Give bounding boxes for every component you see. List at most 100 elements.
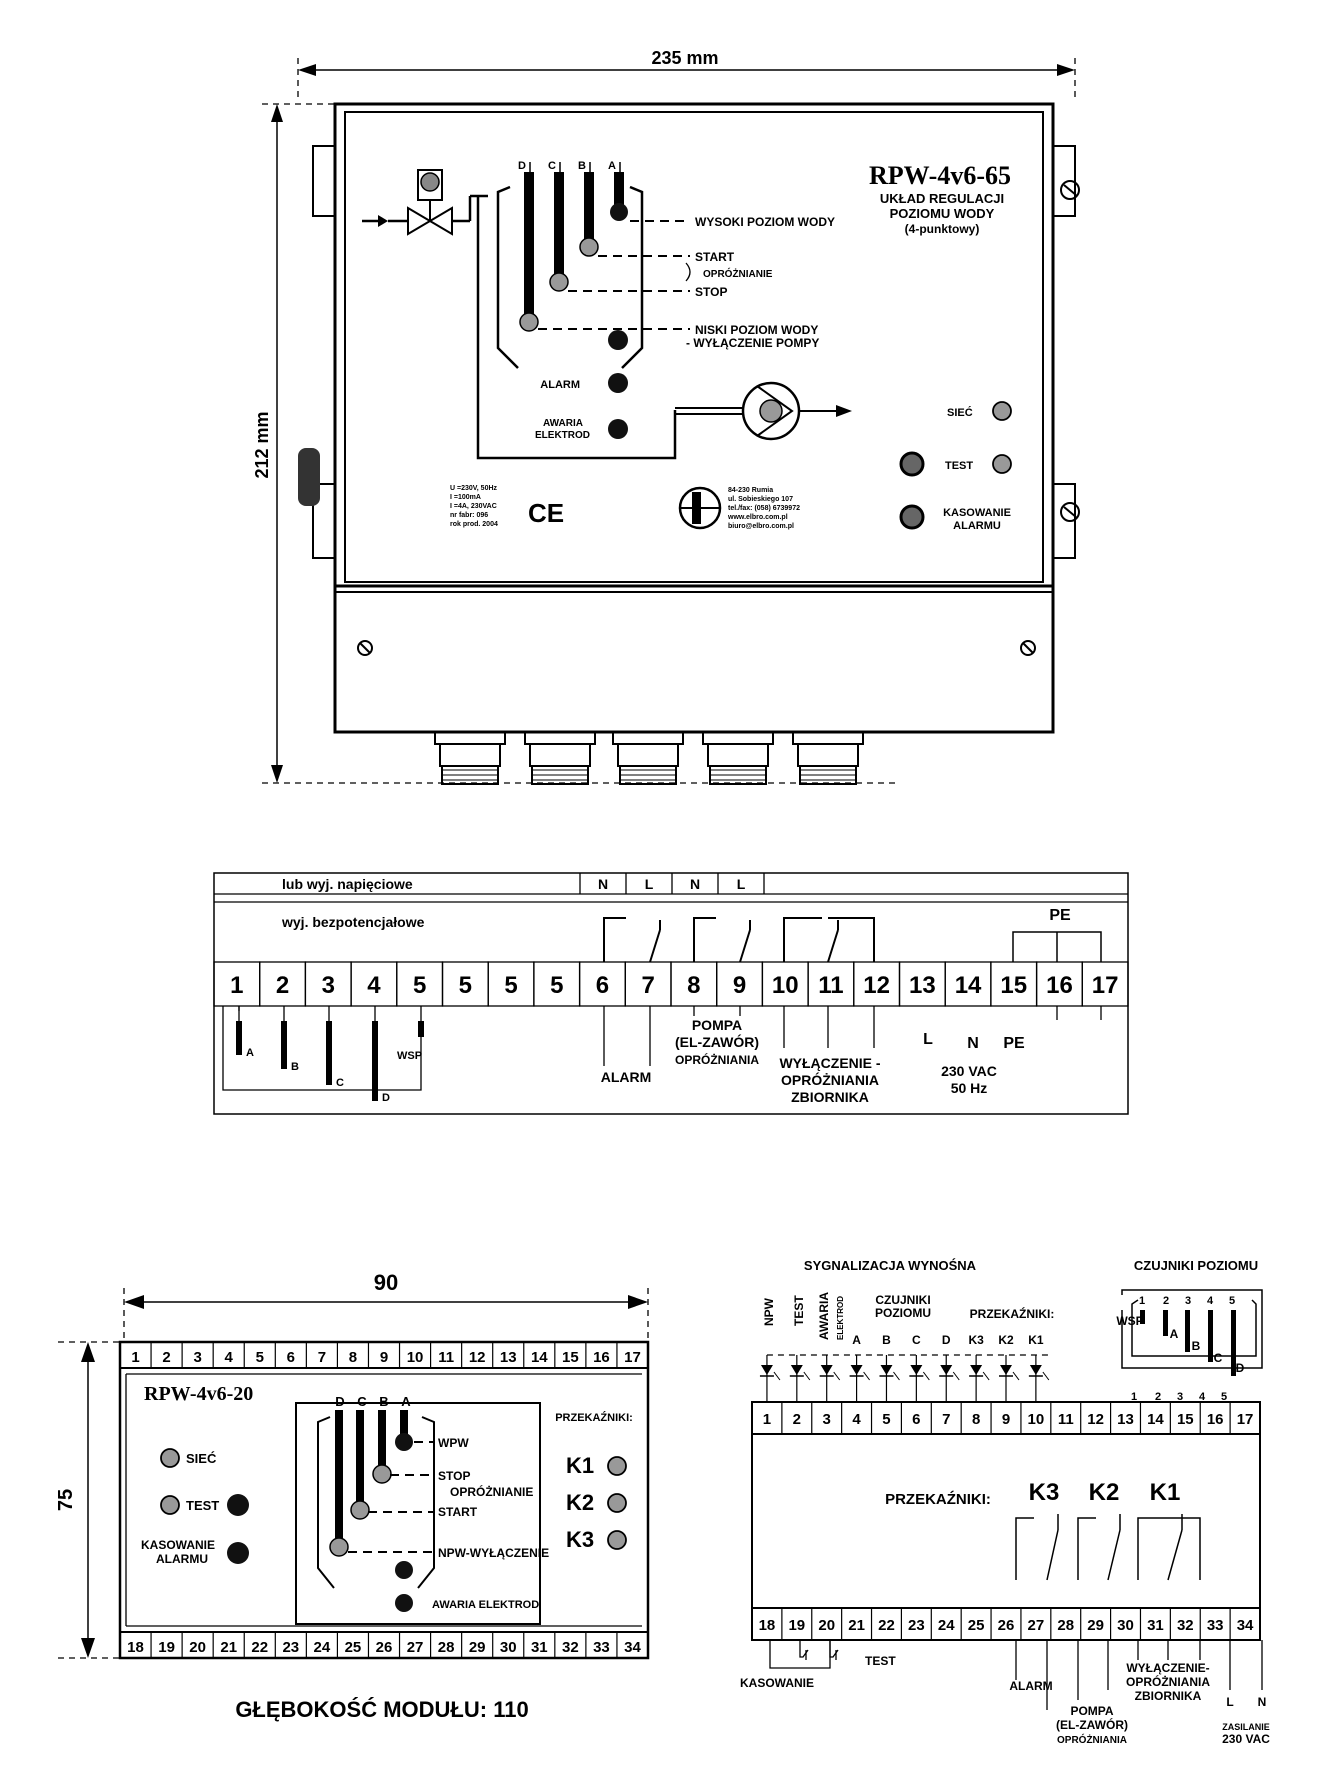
probe-number-bottom: 2 (1155, 1391, 1161, 1403)
module-relay-k2: K2 (566, 1490, 594, 1515)
wiring-relays-big: PRZEKAŹNIKI: (885, 1491, 991, 1508)
wiring-bottom-terminal: 28 (1057, 1617, 1074, 1634)
tb-electrode-b: B (291, 1061, 299, 1073)
tank-indicator-leds (608, 330, 628, 439)
wiring-npw-label: NPW (762, 1297, 776, 1326)
module-test-button[interactable] (227, 1494, 249, 1516)
wiring-bottom-terminal: 21 (848, 1617, 865, 1634)
wiring-top-terminal: 11 (1058, 1411, 1074, 1428)
voltage-output-label: lub wyj. napięciowe (282, 876, 413, 892)
reset-label-2: ALARMU (953, 520, 1001, 532)
module-bottom-terminal: 32 (562, 1639, 579, 1656)
wiring-sensors-label-1: CZUJNIKI (875, 1293, 930, 1307)
wiring-top-terminal: 10 (1028, 1411, 1045, 1428)
wiring-sensors-label-2: POZIOMU (875, 1306, 931, 1320)
module-bottom-terminal: 25 (345, 1639, 362, 1656)
probe-number-bottom: 5 (1221, 1391, 1227, 1403)
module-depth-label: GŁĘBOKOŚĆ MODUŁU: 110 (235, 1697, 528, 1722)
enclosure-subtitle-2: POZIOMU WODY (890, 206, 995, 221)
module-bottom-terminal: 28 (438, 1639, 455, 1656)
wiring-n-label: N (1258, 1695, 1267, 1709)
module-siec-led (160, 1448, 180, 1468)
led-diode-icon (760, 1365, 773, 1375)
terminal-number: 6 (596, 972, 609, 999)
wiring-bottom-terminal: 33 (1207, 1617, 1224, 1634)
wiring-top-terminal: 15 (1177, 1411, 1194, 1428)
module-bottom-terminal: 31 (531, 1639, 548, 1656)
spec-line-2: I =100mA (450, 494, 481, 501)
wiring-bottom-terminal: 19 (788, 1617, 805, 1634)
module-relay-k3: K3 (566, 1527, 594, 1552)
test-label: TEST (945, 460, 973, 472)
probe-letter: C (1214, 1351, 1223, 1365)
cable-gland (612, 731, 684, 785)
probe-number-bottom: 3 (1177, 1391, 1183, 1403)
module-top-terminal: 17 (624, 1349, 641, 1366)
wiring-bottom-terminal: 18 (759, 1617, 776, 1634)
module-height-label: 75 (55, 1489, 77, 1511)
wiring-diagram: SYGNALIZACJA WYNOŚNA CZUJNIKI POZIOMU NP… (740, 1258, 1270, 1746)
module-top-terminal: 14 (531, 1349, 548, 1366)
tb-pump-label-1: POMPA (692, 1017, 742, 1033)
module-electrode-c: C (357, 1394, 367, 1409)
wiring-pump-2: (EL-ZAWÓR) (1056, 1717, 1128, 1732)
tb-tank-off-3: ZBIORNIKA (791, 1089, 869, 1105)
enclosure-width-label: 235 mm (651, 48, 718, 68)
tb-tank-off-2: OPRÓŻNIANIA (781, 1071, 879, 1088)
siec-label: SIEĆ (947, 406, 973, 419)
module-relay-k1: K1 (566, 1453, 594, 1478)
led-diode-icon (910, 1365, 923, 1375)
module-test-label: TEST (186, 1498, 219, 1513)
ce-mark: CE (528, 498, 564, 528)
module-bottom-terminal: 33 (593, 1639, 610, 1656)
wiring-relay-k2: K2 (1089, 1479, 1120, 1506)
spec-line-4: nr fabr: 096 (450, 512, 488, 519)
enclosure-front-panel (344, 111, 1044, 583)
wiring-test-small: TEST (865, 1654, 896, 1668)
led-diode-icon (970, 1365, 983, 1375)
wiring-top-terminal: 5 (882, 1411, 890, 1428)
address-line-1: 84-230 Rumia (728, 487, 773, 494)
module-top-terminal: 2 (162, 1349, 170, 1366)
module-test-led (160, 1495, 180, 1515)
module-width-dimension: 90 (123, 1270, 649, 1342)
module-reset-button[interactable] (227, 1542, 249, 1564)
module-top-terminal: 12 (469, 1349, 486, 1366)
module-wpw-label: WPW (438, 1436, 469, 1450)
address-line-5: biuro@elbro.com.pl (728, 523, 794, 530)
level-led (608, 330, 628, 350)
led-diode-icon (790, 1365, 803, 1375)
module-top-terminal: 11 (438, 1349, 454, 1366)
level-pump-off-label: - WYŁĄCZENIE POMPY (686, 336, 819, 350)
manufacturer-logo (678, 486, 722, 530)
wiring-top-terminal: 2 (793, 1411, 801, 1428)
cover-screws (357, 640, 1036, 656)
address-line-2: ul. Sobieskiego 107 (728, 496, 793, 503)
terminal-number: 5 (413, 972, 426, 999)
enclosure-height-dimension: 212 mm (252, 103, 900, 784)
tb-supply-2: 50 Hz (951, 1080, 988, 1096)
wiring-top-terminal: 17 (1237, 1411, 1254, 1428)
led-label: C (912, 1333, 921, 1347)
tb-electrode-d: D (382, 1092, 390, 1104)
test-button[interactable] (899, 451, 925, 477)
reset-button[interactable] (899, 504, 925, 530)
tb-tank-off-1: WYŁĄCZENIE - (779, 1055, 880, 1071)
tb-electrode-c: C (336, 1077, 344, 1089)
wiring-output-lines (769, 1640, 1263, 1710)
terminal-number: 14 (955, 972, 982, 999)
led-diode-icon (940, 1365, 953, 1375)
wiring-bottom-terminal: 22 (878, 1617, 895, 1634)
probe-number-top: 4 (1207, 1295, 1214, 1307)
tb-supply-1: 230 VAC (941, 1063, 997, 1079)
wiring-alarm-label: ALARM (1009, 1679, 1052, 1693)
remote-signaling-title: SYGNALIZACJA WYNOŚNA (804, 1258, 977, 1273)
terminal-number: 16 (1046, 972, 1073, 999)
wiring-relay-k3: K3 (1029, 1479, 1060, 1506)
module-top-terminal: 8 (349, 1349, 357, 1366)
wiring-top-terminal: 16 (1207, 1411, 1224, 1428)
nl-label-4: L (737, 876, 746, 892)
probe-number-top: 5 (1229, 1295, 1235, 1307)
